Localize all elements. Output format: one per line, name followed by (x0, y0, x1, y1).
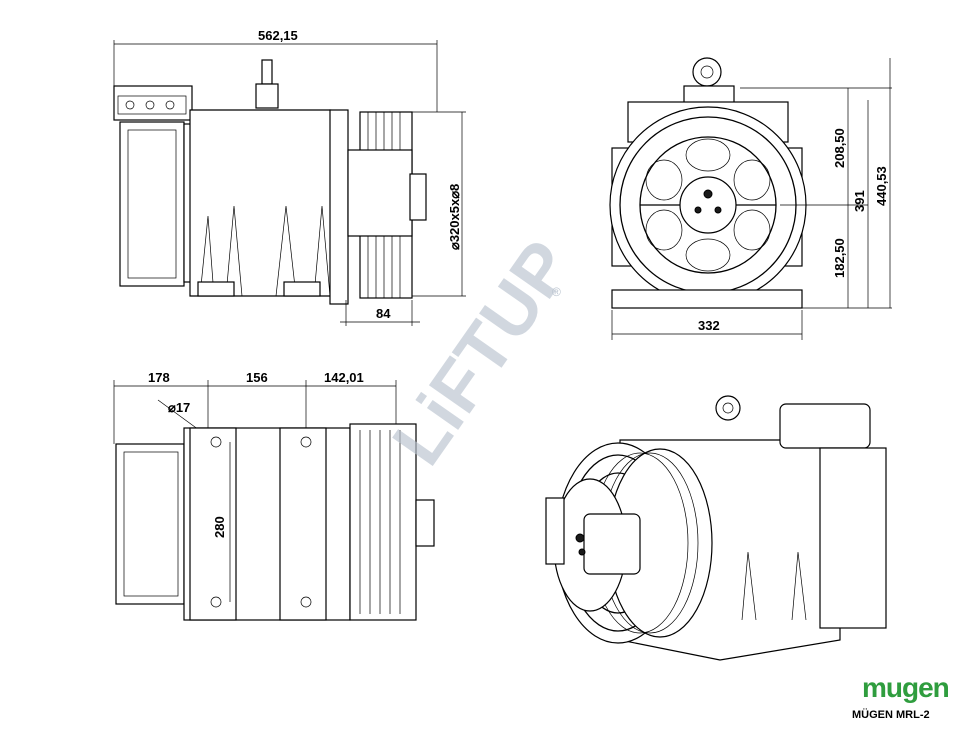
dim-foot-a: 178 (148, 370, 170, 385)
dim-foot-span: 280 (212, 516, 227, 538)
watermark-registered: ® (552, 285, 561, 299)
side-view: 562,15 ⌀32 (113, 28, 466, 326)
dim-hole: ⌀17 (168, 400, 190, 415)
mugen-logo: mugen (862, 672, 950, 703)
dim-sheave-width: 84 (376, 306, 391, 321)
model-label: MÜGEN MRL-2 (852, 709, 930, 721)
dim-sheave: ⌀320x5x⌀8 (447, 184, 462, 250)
dim-upper-height: 208,50 (832, 128, 847, 168)
dim-foot-c: 142,01 (324, 370, 364, 385)
dim-width: 332 (698, 318, 720, 333)
isometric-view (545, 395, 887, 661)
dim-center-height: 391 (852, 190, 867, 212)
dim-total-height: 440,53 (874, 166, 889, 206)
dim-total-length: 562,15 (258, 28, 298, 43)
front-view: 332 208,50 182,50 391 440,53 (609, 57, 892, 340)
dim-foot-b: 156 (246, 370, 268, 385)
dim-lower-height: 182,50 (832, 238, 847, 278)
plan-view: 178 156 142,01 ⌀17 280 (113, 370, 435, 621)
